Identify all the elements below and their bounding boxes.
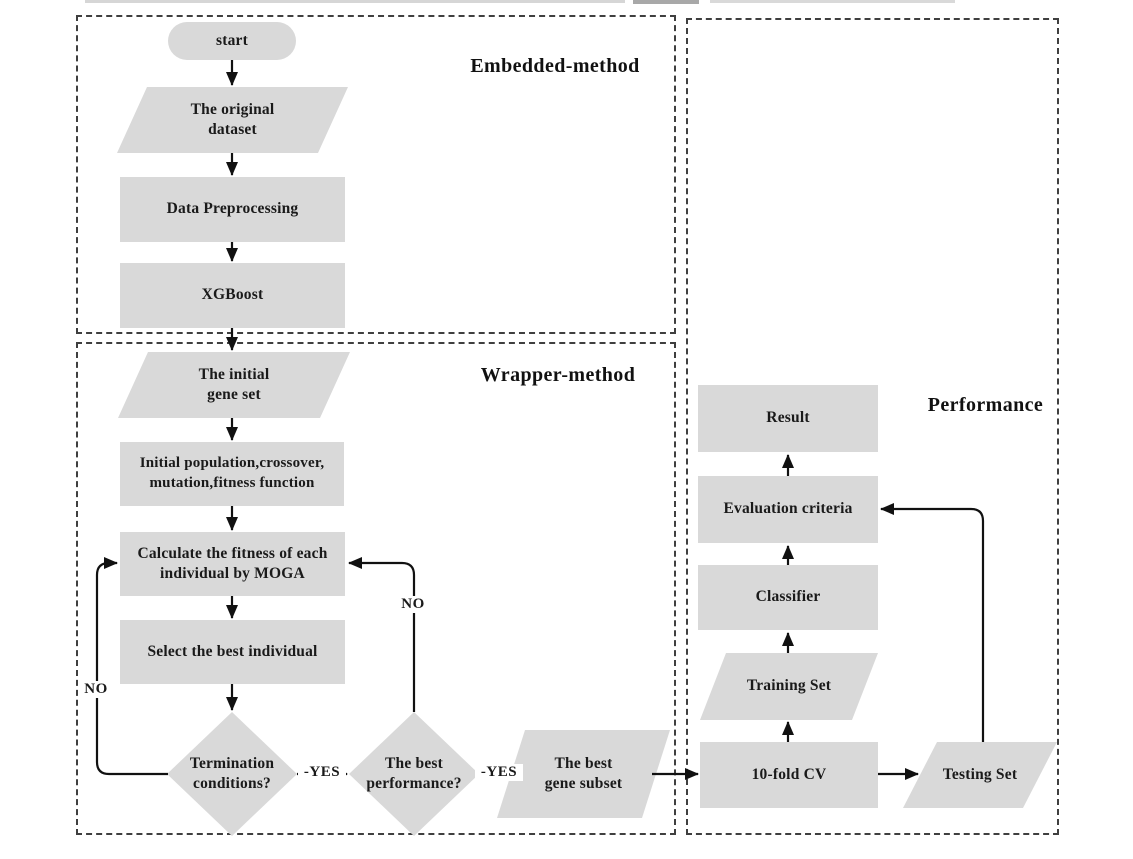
wrapper-method-section-box xyxy=(76,342,676,835)
yes-label-best-performance: -YES xyxy=(475,764,523,781)
result-node: Result xyxy=(698,385,878,452)
initial-population-node: Initial population,crossover, mutation,f… xyxy=(120,442,344,506)
initial-gene-set-node: The initial gene set xyxy=(118,352,350,418)
calculate-fitness-node: Calculate the fitness of each individual… xyxy=(120,532,345,596)
training-set-node: Training Set xyxy=(700,653,878,720)
best-gene-subset-node: The best gene subset xyxy=(497,730,670,818)
xgboost-node: XGBoost xyxy=(120,263,345,328)
cropped-text-artifact xyxy=(710,0,955,3)
no-label-best-performance-loop: NO xyxy=(396,596,430,613)
data-preprocessing-node: Data Preprocessing xyxy=(120,177,345,242)
wrapper-method-title: Wrapper-method xyxy=(480,364,636,386)
yes-label-termination: -YES xyxy=(298,764,346,781)
no-label-termination-loop: NO xyxy=(79,681,113,698)
embedded-method-title: Embedded-method xyxy=(470,55,640,77)
select-best-individual-node: Select the best individual xyxy=(120,620,345,684)
performance-section-box xyxy=(686,18,1059,835)
cropped-text-artifact xyxy=(633,0,699,4)
cropped-text-artifact xyxy=(85,0,625,3)
ten-fold-cv-node: 10-fold CV xyxy=(700,742,878,808)
start-node: start xyxy=(168,22,296,60)
performance-title: Performance xyxy=(927,394,1044,416)
original-dataset-node: The original dataset xyxy=(117,87,348,153)
embedded-method-section-box xyxy=(76,15,676,334)
classifier-node: Classifier xyxy=(698,565,878,630)
evaluation-criteria-node: Evaluation criteria xyxy=(698,476,878,543)
